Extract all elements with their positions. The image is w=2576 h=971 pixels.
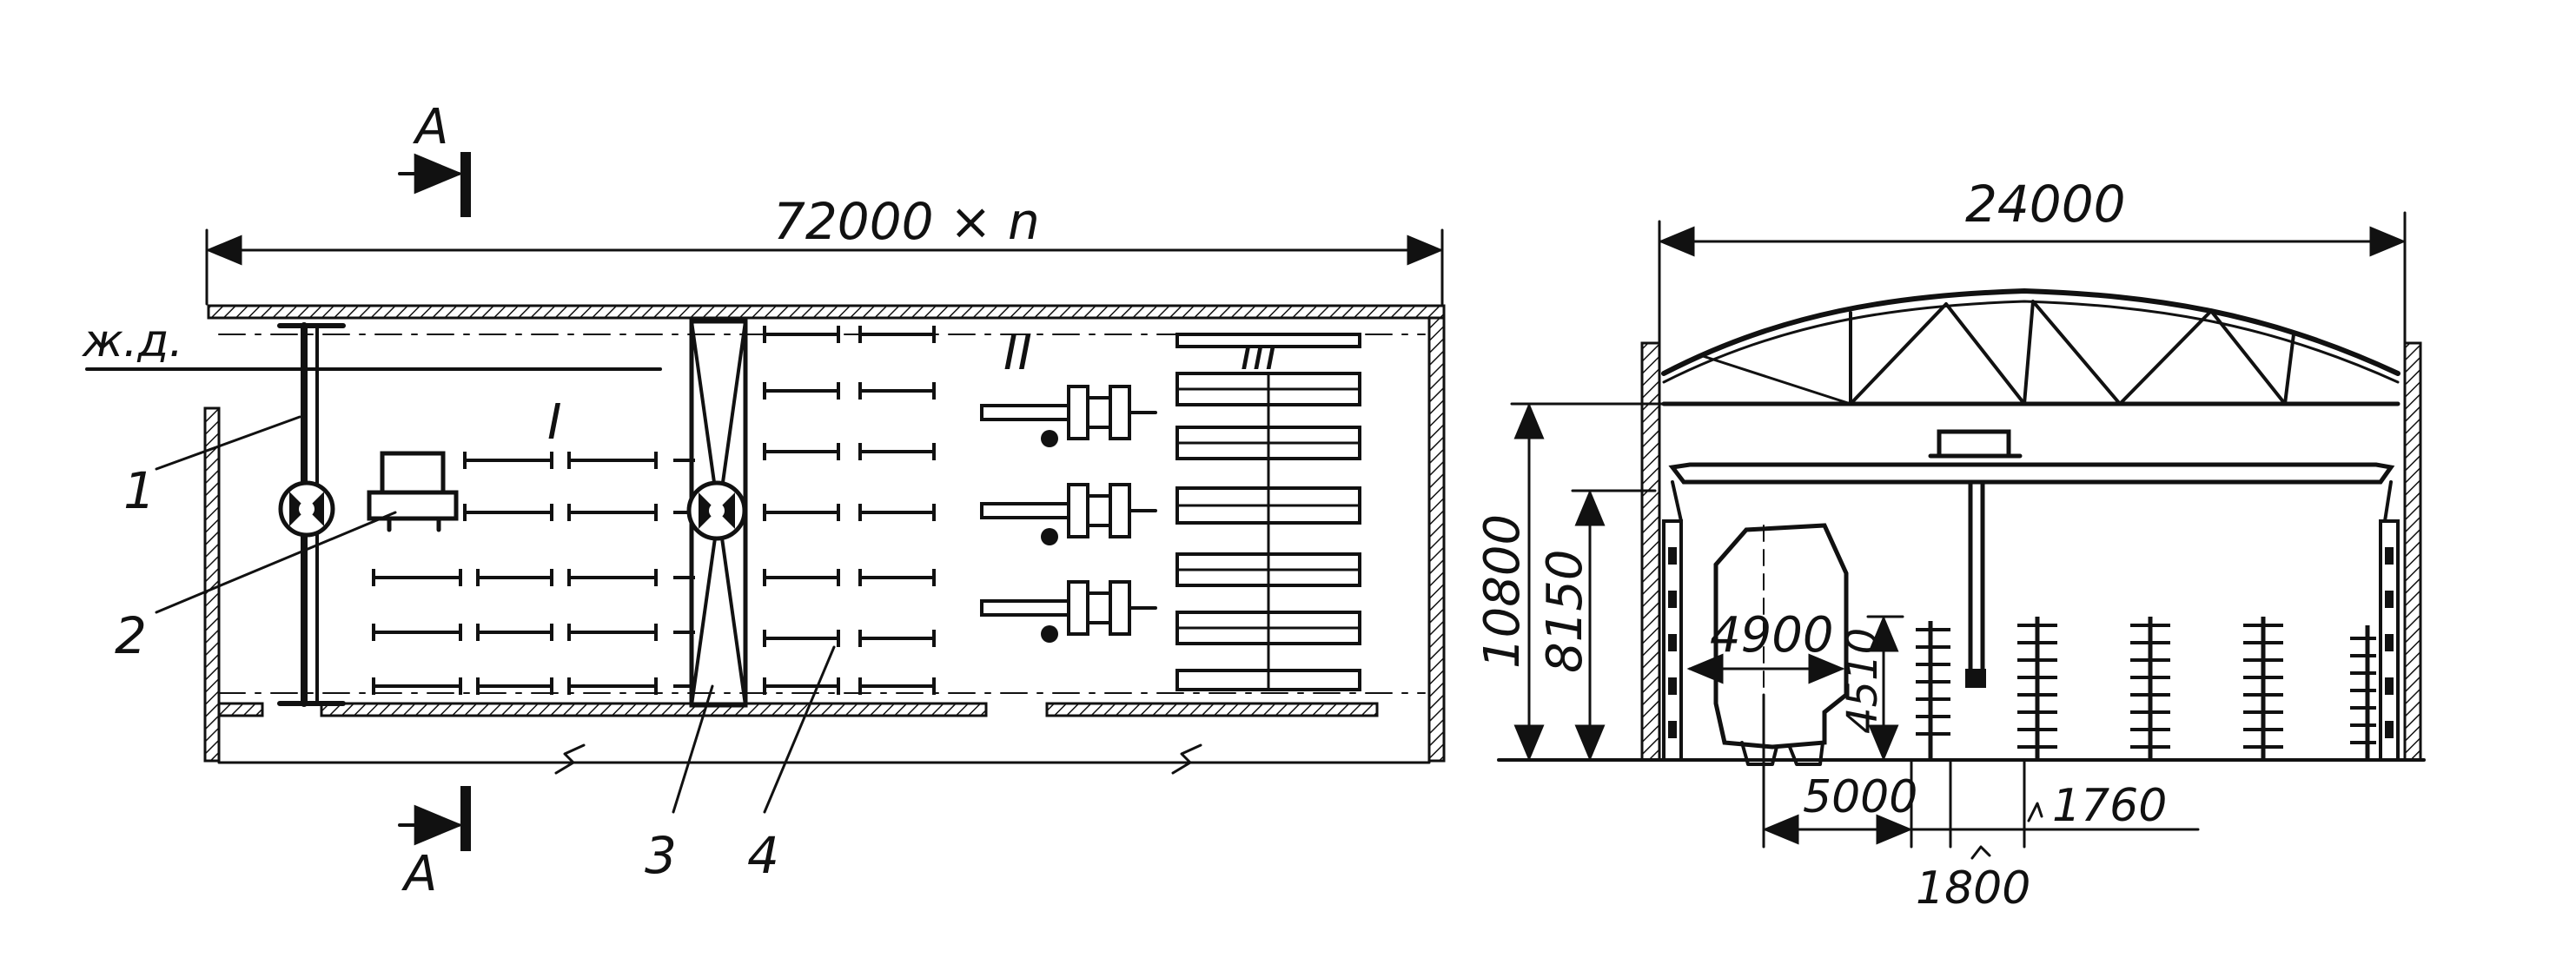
- overhead-crane: [1668, 429, 2395, 688]
- bridge-crane-3: [686, 319, 748, 708]
- south-wall-stub: [217, 702, 264, 717]
- dimension-bottom: 5000 1800 1760: [1762, 693, 2200, 915]
- crane-height-label: 8150: [1537, 549, 1593, 673]
- span-label: 24000: [1965, 175, 2126, 234]
- storage-racks: [763, 326, 936, 695]
- dimension-heights: 10800 8150: [1474, 402, 1665, 762]
- south-wall-b: [1045, 702, 1379, 717]
- total-height-label: 10800: [1474, 514, 1531, 669]
- zone-label-2: II: [1003, 325, 1032, 381]
- plan-view: А А 72000 × n: [82, 99, 1446, 902]
- callout-2: 2: [115, 606, 147, 665]
- aisle-label: 5000: [1803, 771, 1917, 823]
- load-profile: 4900: [1686, 523, 1849, 766]
- building-columns: [1497, 341, 2426, 762]
- section-mark-top: А: [413, 99, 448, 155]
- dimension-span: 24000: [1658, 175, 2407, 349]
- west-wall: [203, 406, 221, 763]
- dimension-overall-length: 72000 × n: [205, 192, 1444, 306]
- zone-1-stacks: I: [372, 394, 695, 695]
- zone-3-stacks: III: [1175, 331, 1361, 691]
- overall-length-label: 72000 × n: [773, 192, 1040, 251]
- item-height-label: 4510: [1838, 628, 1887, 734]
- south-wall-a: [320, 702, 988, 717]
- zone-2-wheelsets: II: [980, 325, 1157, 643]
- east-wall: [1427, 316, 1446, 763]
- section-cut-top: А: [398, 99, 471, 217]
- gantry-crane-1: [277, 322, 346, 707]
- roof-truss: [1661, 288, 2401, 406]
- section-mark-bottom: А: [401, 846, 437, 902]
- row-pitch-label: 1800: [1916, 862, 2030, 915]
- loader-machine: [367, 451, 459, 532]
- wheelset-row-3: [980, 580, 1157, 643]
- rail-label: ж.д.: [82, 315, 183, 367]
- callout-1: 1: [123, 461, 156, 520]
- section-racks: [1916, 617, 2376, 760]
- dimension-item-height: 4510: [1838, 615, 1904, 762]
- cross-section-view: 24000: [1474, 175, 2426, 915]
- zone-label-1: I: [547, 394, 562, 451]
- section-cut-bottom: А: [398, 786, 471, 902]
- wheelset-row-1: [980, 385, 1157, 447]
- wheelset-row-2: [980, 483, 1157, 545]
- north-wall: [207, 304, 1446, 320]
- item-width-label: 4900: [1710, 607, 1834, 664]
- building-walls: [203, 304, 1446, 775]
- callouts: 1 2 3 4: [115, 415, 836, 885]
- callout-3: 3: [645, 826, 677, 885]
- callout-4: 4: [747, 826, 779, 885]
- row-gap-label: 1760: [2052, 780, 2167, 832]
